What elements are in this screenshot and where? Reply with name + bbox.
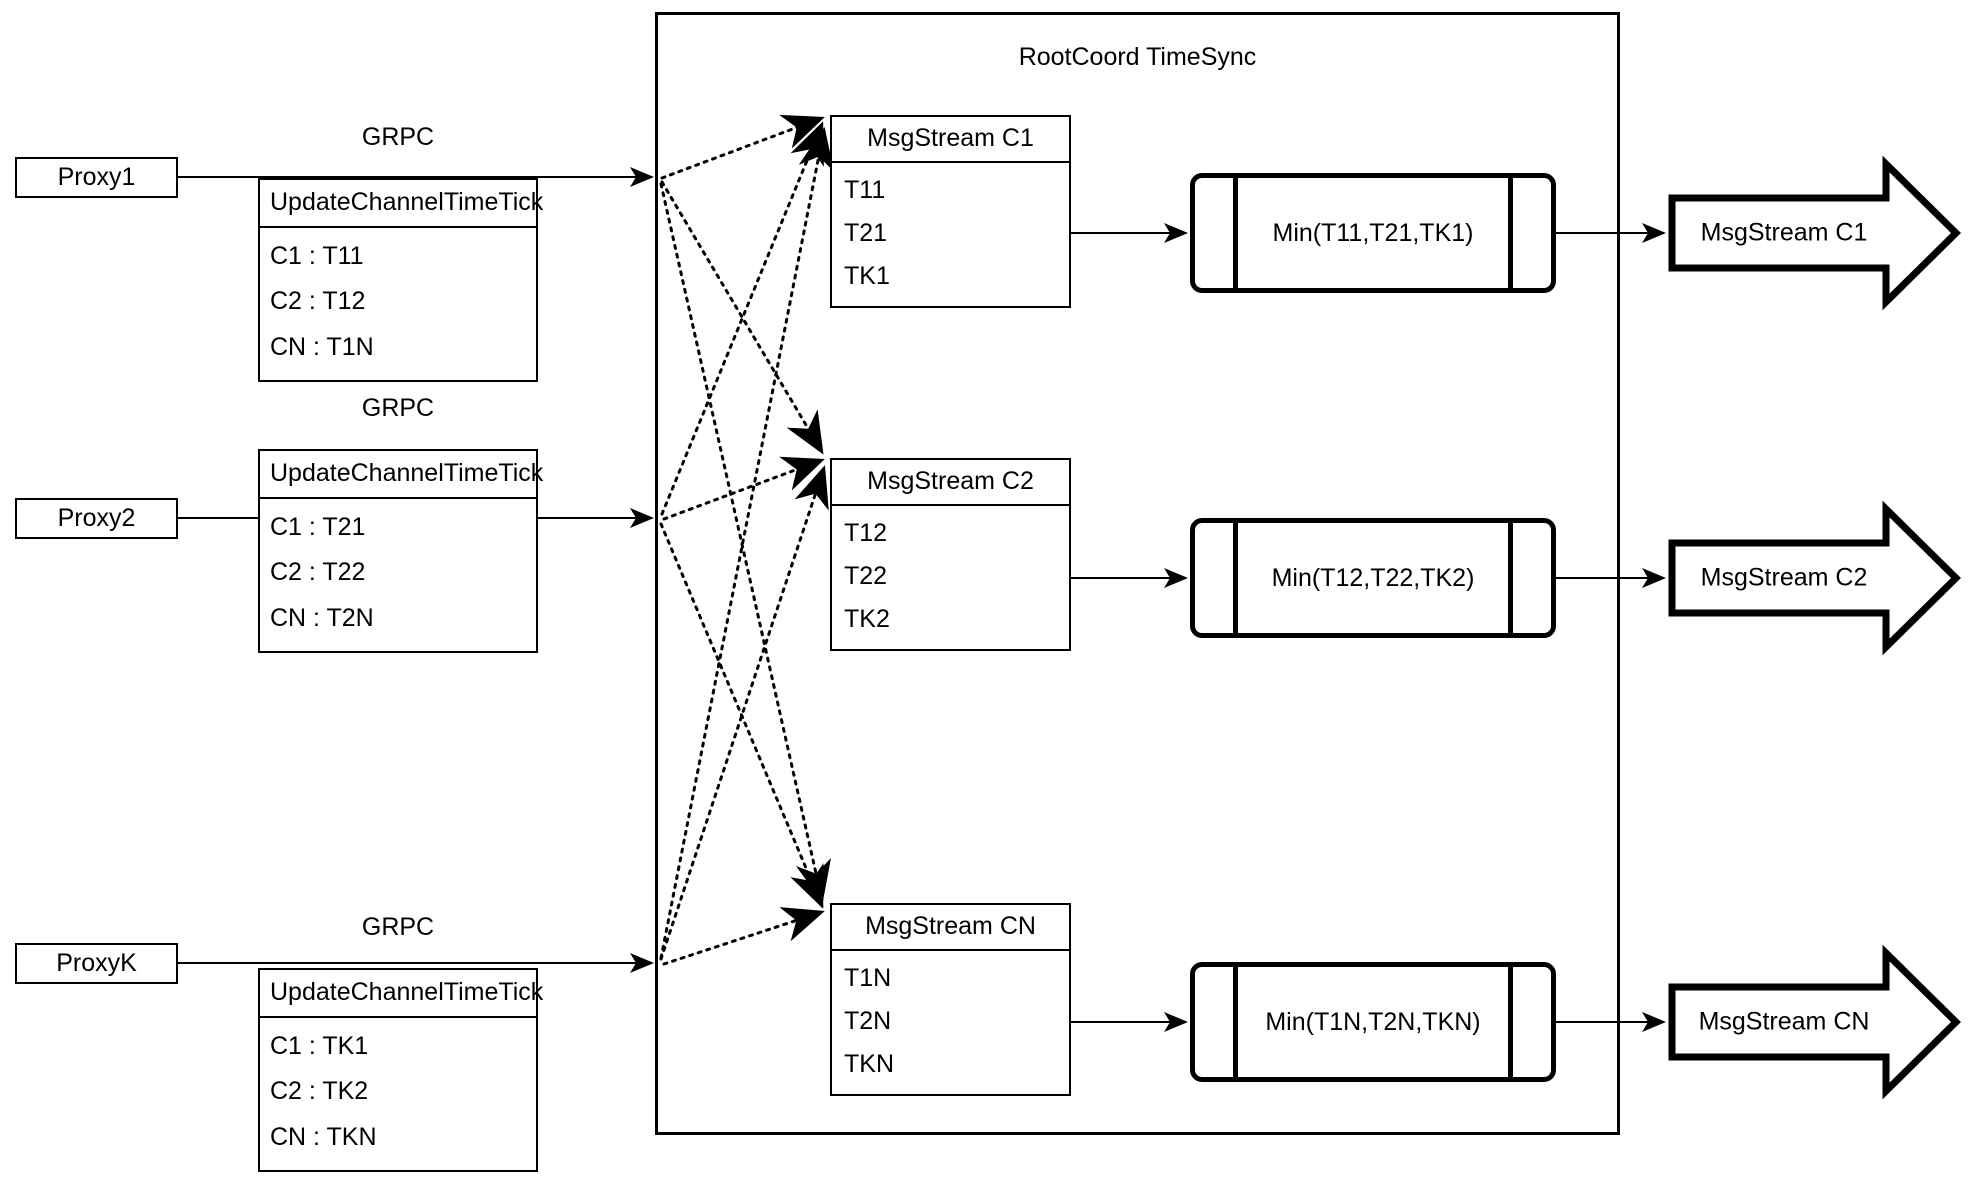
tick-table-body: C1 : TK1 C2 : TK2 CN : TKN <box>260 1018 536 1170</box>
rootcoord-timesync-container <box>655 12 1620 1135</box>
msgstream-header: MsgStream CN <box>832 905 1069 951</box>
tick-table-header: UpdateChannelTimeTick <box>260 970 543 1018</box>
rootcoord-timesync-title: RootCoord TimeSync <box>1018 43 1257 71</box>
msgstream-table-1: MsgStream C1 T11 T21 TK1 <box>830 115 1071 308</box>
msgstream-header: MsgStream C2 <box>832 460 1069 506</box>
output-block-arrow-1: MsgStream C1 <box>1668 155 1961 311</box>
process-bar-right <box>1508 522 1513 634</box>
process-bar-right <box>1508 177 1513 289</box>
output-arrow-label: MsgStream C2 <box>1700 563 1868 592</box>
msgstream-row: T21 <box>844 219 888 247</box>
grpc-label-3: GRPC <box>361 913 435 941</box>
proxy-label: Proxy1 <box>57 163 136 191</box>
tick-table-body: C1 : T21 C2 : T22 CN : T2N <box>260 499 536 651</box>
min-process-label: Min(T1N,T2N,TKN) <box>1265 1007 1481 1036</box>
tick-table-row: C2 : T12 <box>270 287 366 316</box>
proxy-box-1[interactable]: Proxy1 <box>15 157 178 198</box>
msgstream-table-3: MsgStream CN T1N T2N TKN <box>830 903 1071 1096</box>
min-process-2: Min(T12,T22,TK2) <box>1190 518 1556 638</box>
output-arrow-label: MsgStream C1 <box>1700 218 1868 247</box>
output-block-arrow-3: MsgStream CN <box>1668 944 1961 1100</box>
min-process-label: Min(T11,T21,TK1) <box>1272 218 1474 247</box>
msgstream-row: T12 <box>844 519 888 547</box>
tick-table-row: C2 : T22 <box>270 558 366 587</box>
process-bar-left <box>1233 966 1238 1078</box>
msgstream-header: MsgStream C1 <box>832 117 1069 163</box>
tick-table-1: UpdateChannelTimeTick C1 : T11 C2 : T12 … <box>258 178 543 382</box>
tick-table-header: UpdateChannelTimeTick <box>260 180 543 228</box>
proxy-box-2[interactable]: Proxy2 <box>15 498 178 539</box>
msgstream-body: T12 T22 TK2 <box>832 506 1069 649</box>
tick-table-row: C1 : T11 <box>270 242 364 271</box>
msgstream-row: TK1 <box>844 262 890 290</box>
tick-table-body: C1 : T11 C2 : T12 CN : T1N <box>260 228 536 380</box>
proxy-label: ProxyK <box>56 949 137 977</box>
min-process-1: Min(T11,T21,TK1) <box>1190 173 1556 293</box>
process-bar-left <box>1233 177 1238 289</box>
tick-table-row: C1 : T21 <box>270 513 366 542</box>
msgstream-table-2: MsgStream C2 T12 T22 TK2 <box>830 458 1071 651</box>
msgstream-row: TKN <box>844 1050 894 1078</box>
tick-table-3: UpdateChannelTimeTick C1 : TK1 C2 : TK2 … <box>258 968 543 1172</box>
tick-table-row: CN : T1N <box>270 332 374 361</box>
msgstream-row: TK2 <box>844 605 890 633</box>
msgstream-body: T1N T2N TKN <box>832 951 1069 1094</box>
output-block-arrow-2: MsgStream C2 <box>1668 500 1961 656</box>
msgstream-row: T1N <box>844 964 892 992</box>
tick-table-header: UpdateChannelTimeTick <box>260 451 543 499</box>
process-bar-left <box>1233 522 1238 634</box>
tick-table-2: UpdateChannelTimeTick C1 : T21 C2 : T22 … <box>258 449 543 653</box>
msgstream-row: T11 <box>844 176 886 204</box>
tick-table-row: C1 : TK1 <box>270 1032 369 1061</box>
grpc-label-1: GRPC <box>361 123 435 151</box>
proxy-box-3[interactable]: ProxyK <box>15 943 178 984</box>
min-process-label: Min(T12,T22,TK2) <box>1271 563 1475 592</box>
msgstream-row: T2N <box>844 1007 892 1035</box>
min-process-3: Min(T1N,T2N,TKN) <box>1190 962 1556 1082</box>
process-bar-right <box>1508 966 1513 1078</box>
tick-table-row: C2 : TK2 <box>270 1077 369 1106</box>
msgstream-body: T11 T21 TK1 <box>832 163 1069 306</box>
proxy-label: Proxy2 <box>57 504 136 532</box>
output-arrow-label: MsgStream CN <box>1698 1007 1870 1036</box>
tick-table-row: CN : TKN <box>270 1122 377 1151</box>
tick-table-row: CN : T2N <box>270 603 374 632</box>
msgstream-row: T22 <box>844 562 888 590</box>
grpc-label-2: GRPC <box>361 394 435 422</box>
